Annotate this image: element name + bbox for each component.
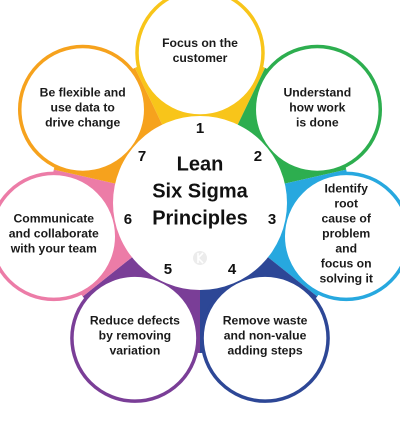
principle-circle-6 <box>0 171 119 302</box>
principle-circle-5 <box>70 273 200 403</box>
center-title-line-2: Six Sigma <box>152 180 248 203</box>
principle-number-6: 6 <box>123 210 133 228</box>
center-title-line-3: Principles <box>152 207 248 230</box>
principle-number-1: 1 <box>195 120 205 137</box>
k-logo-icon <box>193 251 207 265</box>
principle-number-5: 5 <box>163 260 173 278</box>
principle-number-7: 7 <box>137 147 147 165</box>
principle-number-2: 2 <box>253 147 263 165</box>
principle-number-4: 4 <box>227 260 237 278</box>
principle-text-7: Be flexible and use data to drive change <box>39 85 126 129</box>
principle-circle-3 <box>281 171 400 302</box>
principle-text-1: Focus on the customer <box>162 36 238 65</box>
principle-circle-7 <box>17 44 148 175</box>
principle-text-6: Communicate and collaborate with your te… <box>8 211 99 256</box>
center-circle <box>113 116 287 290</box>
principle-text-2: Understand how work is done <box>283 85 352 129</box>
principle-circle-4 <box>200 273 330 403</box>
center-title: Lean Six Sigma Principles <box>125 152 275 233</box>
principle-number-3: 3 <box>267 210 277 228</box>
principle-text-5: Reduce defects by removing variation <box>89 313 180 358</box>
principle-text-3: Identify root cause of problem and focus… <box>319 181 373 286</box>
principle-text-4: Remove waste and non-value adding steps <box>222 313 308 358</box>
center-title-line-1: Lean <box>176 153 224 176</box>
principle-circle-2 <box>252 44 383 175</box>
